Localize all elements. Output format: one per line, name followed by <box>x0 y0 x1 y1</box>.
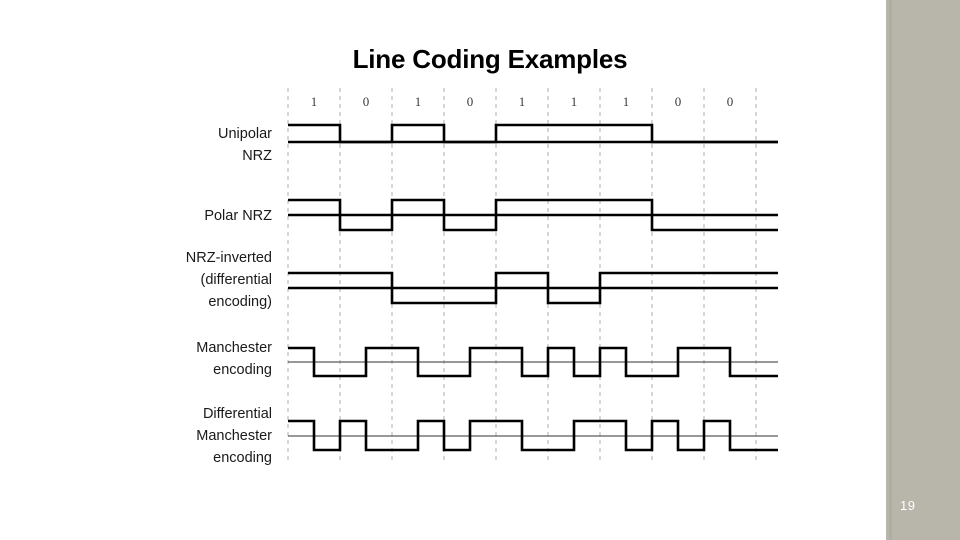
waveform-layer <box>288 123 778 452</box>
bit-label: 1 <box>571 94 578 109</box>
series-label: Manchester <box>196 340 272 356</box>
series-label: NRZ <box>242 148 272 164</box>
waveform-trace <box>288 123 778 144</box>
bit-label: 1 <box>519 94 526 109</box>
series-label: Differential <box>203 406 272 422</box>
series-label: encoding) <box>208 294 272 310</box>
bit-label: 1 <box>415 94 422 109</box>
series-label: (differential <box>201 272 272 288</box>
bit-label: 1 <box>623 94 630 109</box>
bit-label: 0 <box>675 94 682 109</box>
series-label: Polar NRZ <box>204 208 272 224</box>
slide-side-band-stripe <box>889 0 892 540</box>
bit-label: 0 <box>363 94 370 109</box>
page-title: Line Coding Examples <box>352 44 628 74</box>
bit-label: 1 <box>311 94 318 109</box>
series-label: NRZ-inverted <box>186 250 272 266</box>
waveform-trace <box>288 419 778 452</box>
series-label: Manchester <box>196 428 272 444</box>
grid-layer <box>287 88 757 462</box>
series-label: encoding <box>213 450 272 466</box>
series-label: encoding <box>213 362 272 378</box>
waveform-trace <box>288 271 778 305</box>
series-label: Unipolar <box>218 126 272 142</box>
waveform-trace <box>288 346 778 378</box>
page-number: 19 <box>900 498 916 513</box>
slide-side-band <box>886 0 960 540</box>
waveform-trace <box>288 198 778 232</box>
bit-label: 0 <box>467 94 474 109</box>
bit-label-layer: 1 0 1 0 1 1 1 0 0 <box>311 94 734 109</box>
bit-label: 0 <box>727 94 734 109</box>
